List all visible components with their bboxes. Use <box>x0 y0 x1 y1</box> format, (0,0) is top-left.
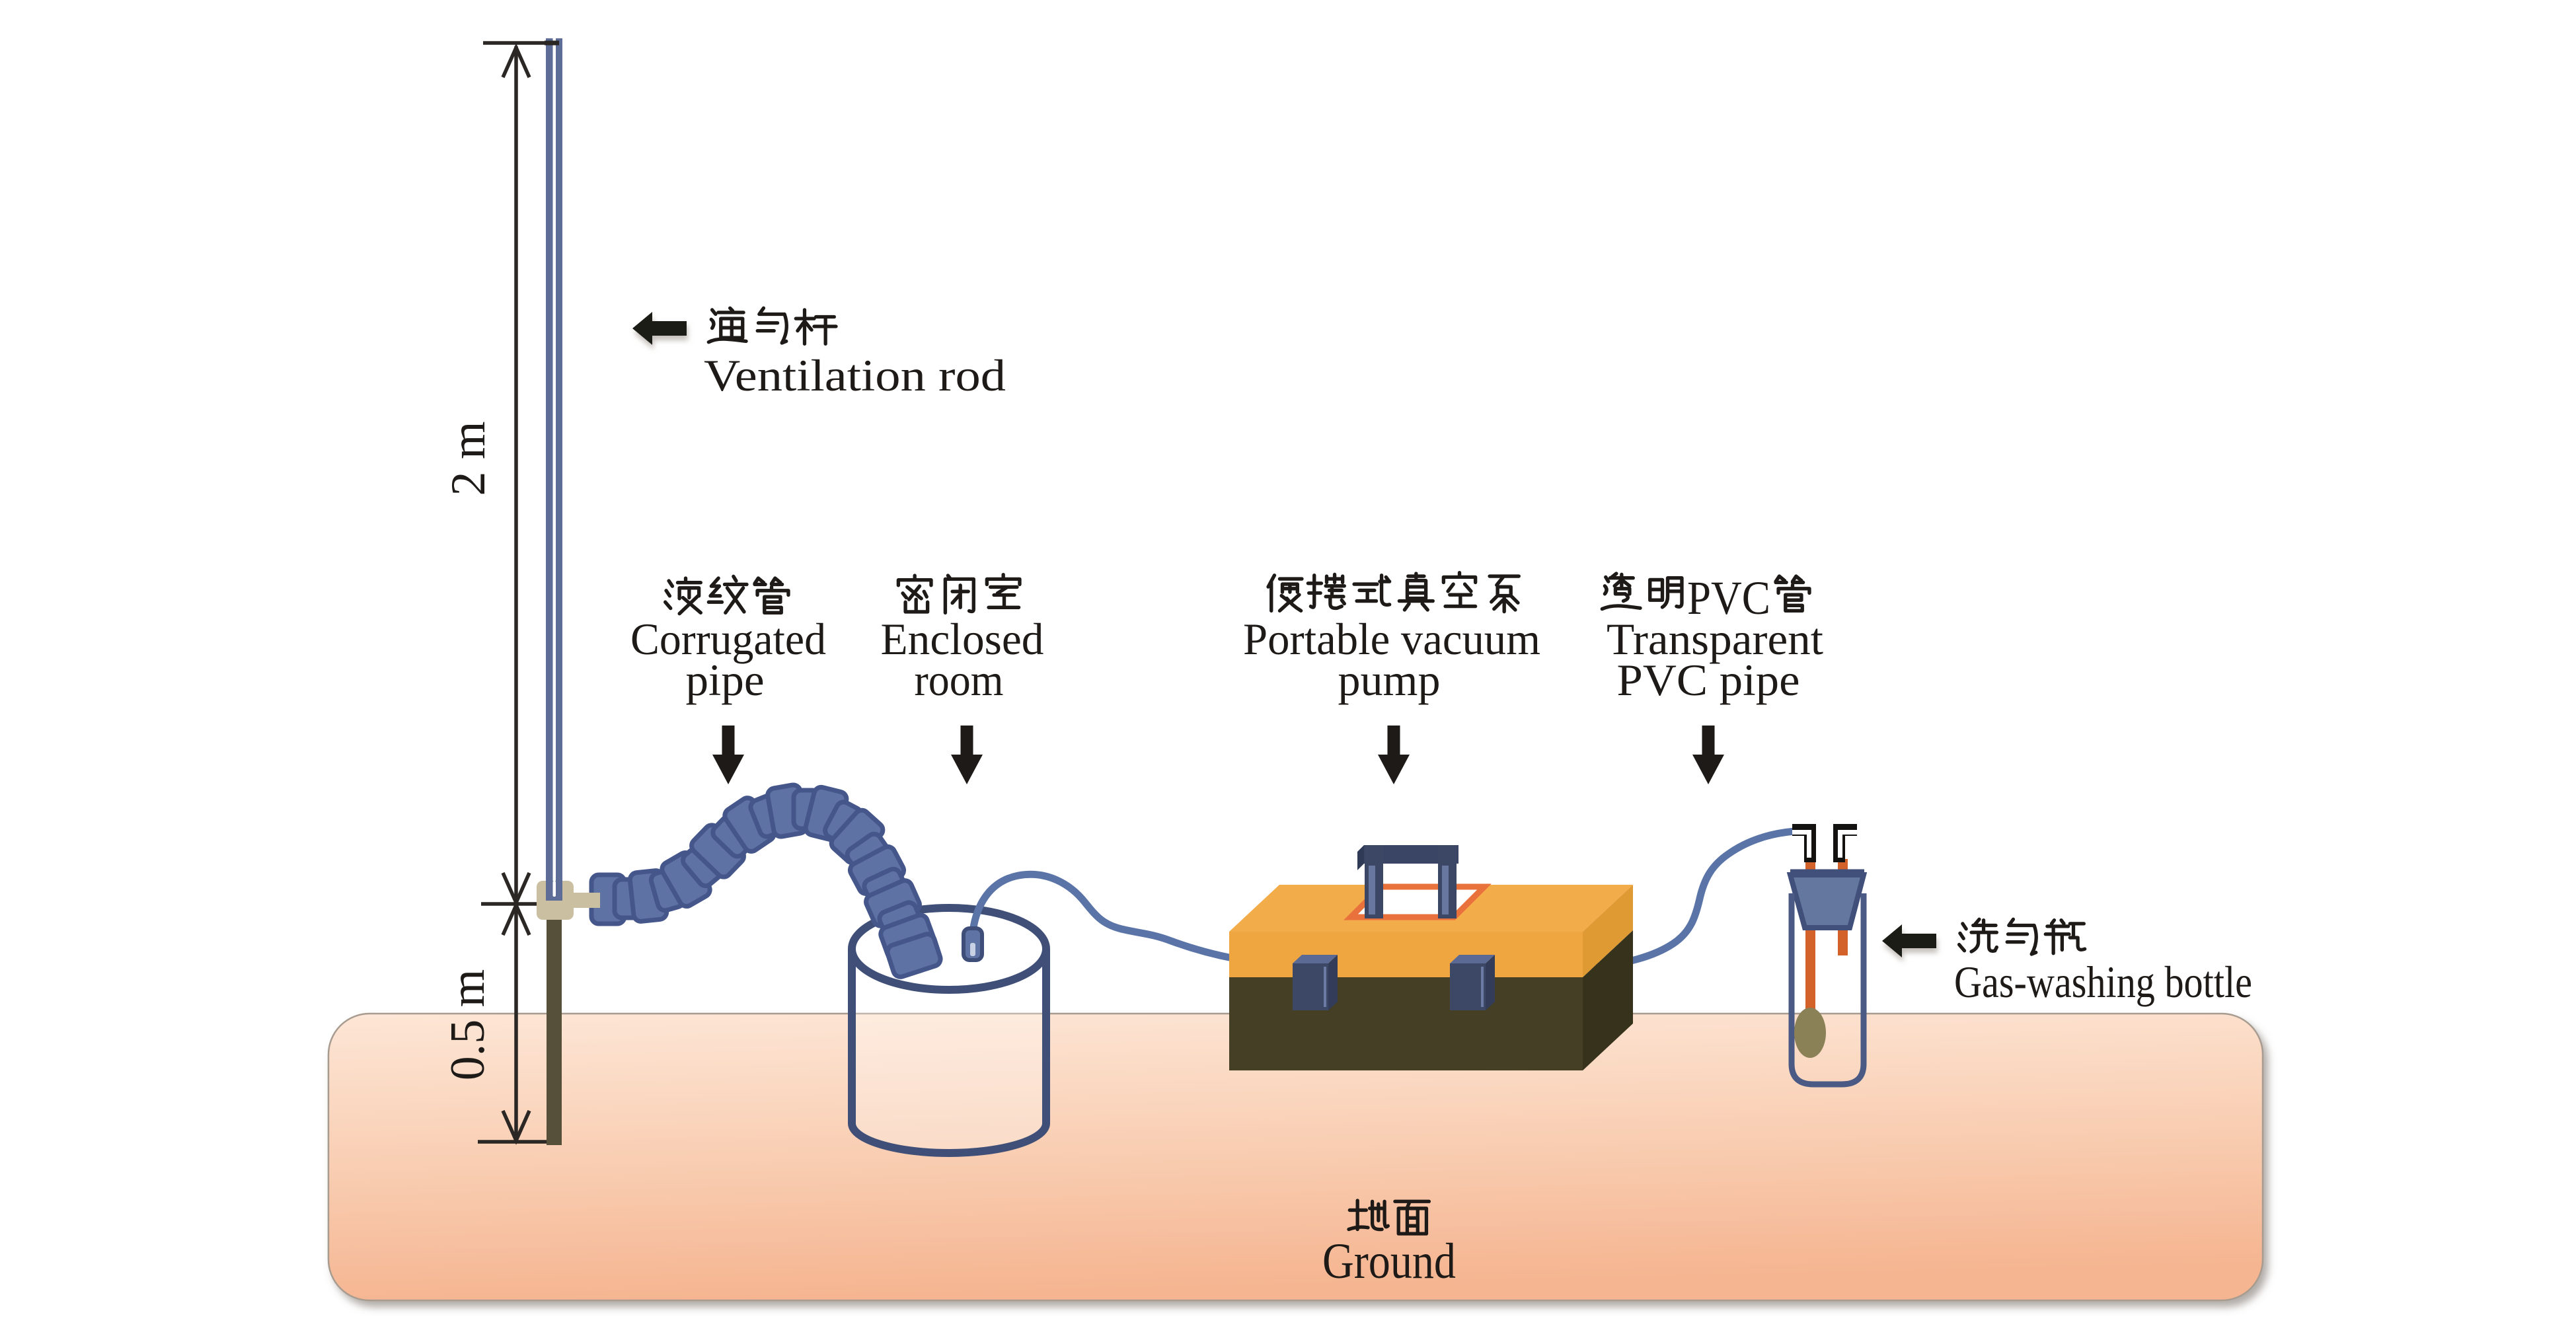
svg-text:Corrugated: Corrugated <box>630 614 826 664</box>
svg-text:Enclosed: Enclosed <box>881 614 1044 664</box>
svg-text:2 m: 2 m <box>441 421 496 496</box>
svg-text:room: room <box>915 655 1004 705</box>
svg-text:pump: pump <box>1338 655 1441 705</box>
svg-text:0.5 m: 0.5 m <box>441 969 495 1081</box>
svg-text:Gas-washing bottle: Gas-washing bottle <box>1954 957 2252 1007</box>
svg-text:Transparent: Transparent <box>1607 614 1823 664</box>
svg-text:PVC pipe: PVC pipe <box>1617 655 1800 705</box>
svg-text:Portable vacuum: Portable vacuum <box>1243 614 1540 664</box>
svg-text:PVC: PVC <box>1687 572 1770 624</box>
svg-text:Ground: Ground <box>1322 1234 1456 1289</box>
svg-text:Ventilation rod: Ventilation rod <box>704 350 1006 400</box>
svg-text:pipe: pipe <box>686 655 765 705</box>
